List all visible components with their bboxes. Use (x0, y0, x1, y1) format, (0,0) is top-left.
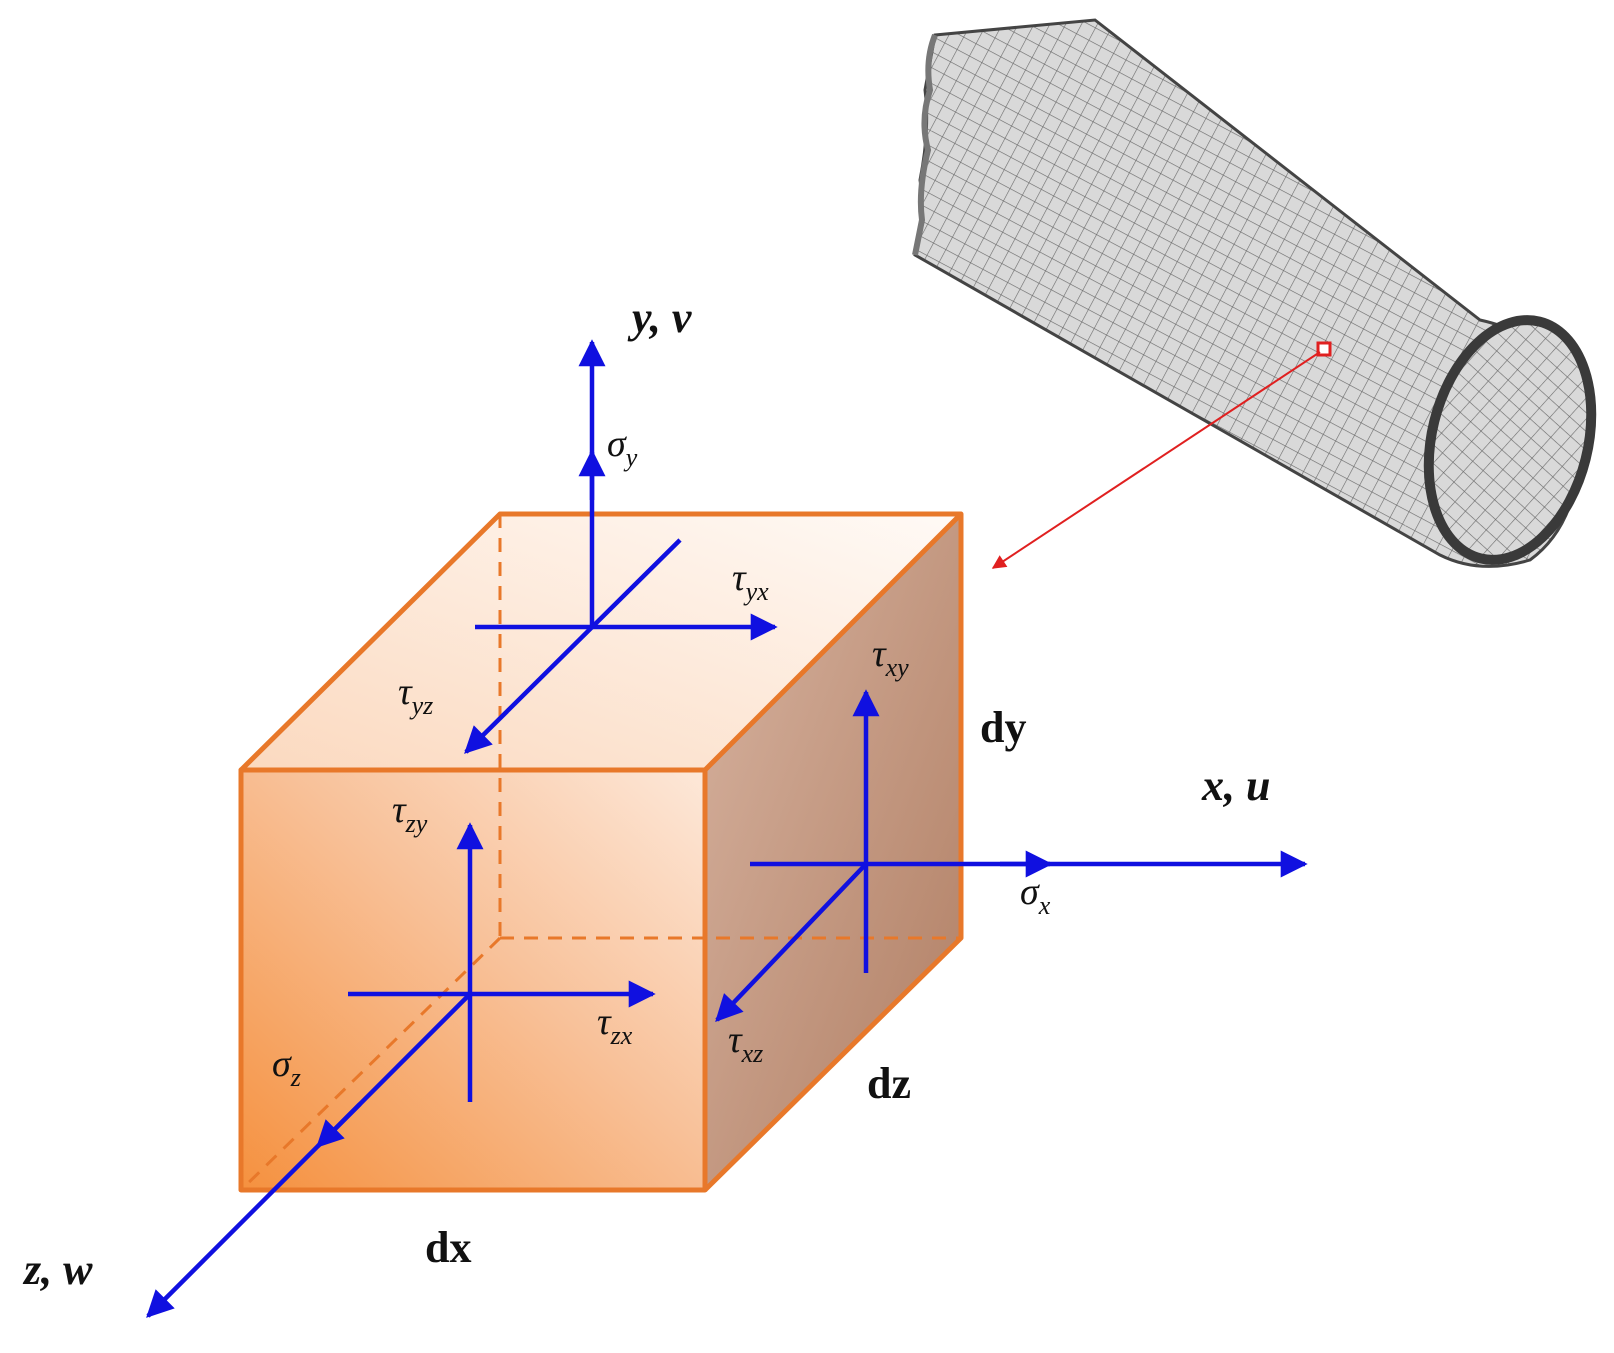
tau-zx-label: τzx (597, 1001, 633, 1050)
cube-hidden-edges (239, 514, 961, 1192)
tau-xy-label: τxy (872, 633, 909, 682)
z-axis-label: z, w (22, 1245, 93, 1294)
pointer-arrow (991, 351, 1321, 569)
differential-cube (238, 511, 964, 1193)
cube-side-face (705, 514, 961, 1190)
cube-visible-edges (238, 511, 964, 1193)
dz-label: dz (867, 1059, 911, 1108)
tau-xz-label: τxz (728, 1019, 763, 1068)
tau-yx-label: τyx (732, 557, 769, 606)
z-axis-arrow (146, 992, 472, 1318)
tau-xz-arrow (715, 862, 868, 1022)
dx-label: dx (425, 1223, 471, 1272)
sigma-z-label: σz (272, 1043, 301, 1092)
dy-label: dy (980, 703, 1026, 752)
tau-yz-arrow (464, 538, 682, 754)
cube-front-face (241, 770, 705, 1190)
x-axis-label: x, u (1201, 761, 1270, 810)
pipe-end-opening (1423, 315, 1597, 565)
tau-zy-label: τzy (392, 789, 428, 838)
y-axis-label: y, v (627, 293, 692, 342)
pipe-left-ragged-edge (912, 33, 938, 256)
sigma-z-arrow (316, 1102, 362, 1148)
sigma-x-label: σx (1020, 871, 1051, 920)
sigma-y-label: σy (607, 423, 638, 472)
meshed-pipe (912, 18, 1597, 569)
cube-top-face (241, 514, 961, 770)
tau-yz-label: τyz (398, 671, 433, 720)
stress-arrows (146, 339, 1308, 1318)
pipe-selected-node (1316, 341, 1332, 357)
